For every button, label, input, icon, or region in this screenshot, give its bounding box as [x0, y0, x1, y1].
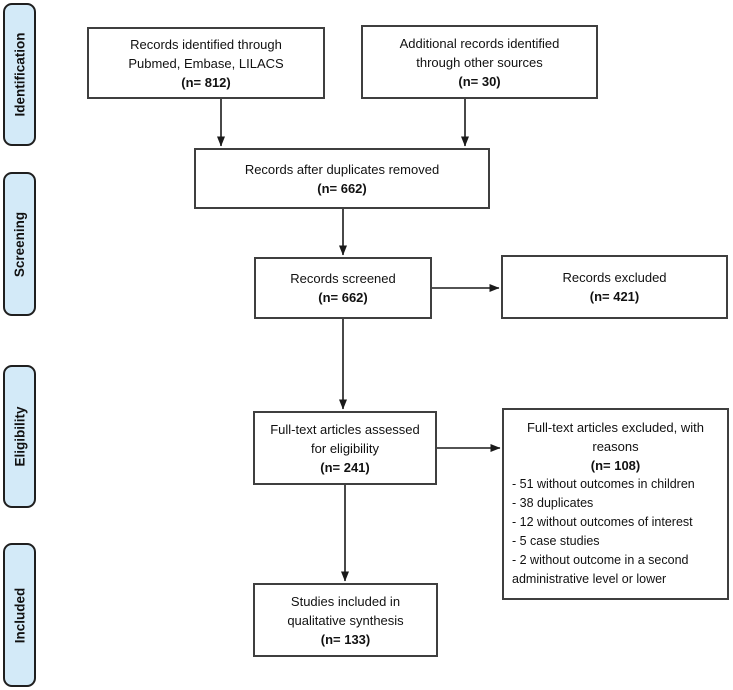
exclusion-reason-2: - 38 duplicates	[512, 496, 594, 510]
box-additional-records-line1: Additional records identified	[399, 35, 560, 51]
box-records-identified-line1: Records identified through	[130, 36, 282, 52]
box-records-identified-count: (n= 812)	[181, 74, 231, 90]
box-fulltext-excluded-line1: Full-text articles excluded, with	[526, 420, 704, 435]
stage-eligibility-label: Eligibility	[12, 406, 28, 467]
box-studies-included-count: (n= 133)	[320, 631, 371, 647]
box-fulltext-excluded-line2: reasons	[592, 439, 639, 454]
exclusion-reason-5: - 2 without outcome in a second administ…	[512, 553, 689, 586]
box-fulltext-assessed: Full-text articles assessed for eligibil…	[253, 411, 437, 485]
stage-screening-label: Screening	[12, 211, 27, 277]
box-fulltext-assessed-count: (n= 241)	[320, 459, 370, 475]
box-duplicates-removed-line1: Records after duplicates removed	[244, 161, 440, 177]
box-fulltext-excluded: Full-text articles excluded, with reason…	[502, 408, 729, 600]
box-additional-records-count: (n= 30)	[458, 73, 501, 89]
box-records-excluded: Records excluded (n= 421)	[501, 255, 728, 319]
stage-included: Included	[3, 543, 36, 687]
exclusion-reason-1: - 51 without outcomes in children	[512, 477, 695, 491]
box-studies-included: Studies included in qualitative synthesi…	[253, 583, 438, 657]
box-records-identified-line2: Pubmed, Embase, LILACS	[128, 55, 284, 71]
box-fulltext-excluded-count: (n= 108)	[590, 458, 641, 473]
box-records-screened-count: (n= 662)	[318, 290, 368, 305]
stage-identification-label: Identification	[12, 32, 27, 117]
stage-eligibility: Eligibility	[3, 365, 36, 508]
box-studies-included-line1: Studies included in	[290, 593, 401, 609]
box-studies-included-line2: qualitative synthesis	[287, 612, 404, 628]
box-duplicates-removed-count: (n= 662)	[317, 180, 367, 196]
box-duplicates-removed: Records after duplicates removed (n= 662…	[194, 148, 490, 209]
box-records-excluded-line1: Records excluded	[562, 270, 667, 285]
stage-screening: Screening	[3, 172, 36, 316]
box-additional-records-line2: through other sources	[416, 54, 543, 70]
box-records-excluded-count: (n= 421)	[589, 289, 640, 304]
box-additional-records: Additional records identified through ot…	[361, 25, 598, 99]
box-records-screened: Records screened (n= 662)	[254, 257, 432, 319]
box-records-identified: Records identified through Pubmed, Embas…	[87, 27, 325, 99]
stage-included-label: Included	[12, 587, 28, 643]
exclusion-reason-4: - 5 case studies	[512, 534, 600, 548]
exclusion-reason-3: - 12 without outcomes of interest	[512, 515, 693, 529]
box-records-screened-line1: Records screened	[290, 271, 396, 286]
box-fulltext-assessed-line1: Full-text articles assessed	[270, 421, 420, 437]
stage-identification: Identification	[3, 3, 36, 146]
box-fulltext-assessed-line2: for eligibility	[311, 440, 379, 456]
